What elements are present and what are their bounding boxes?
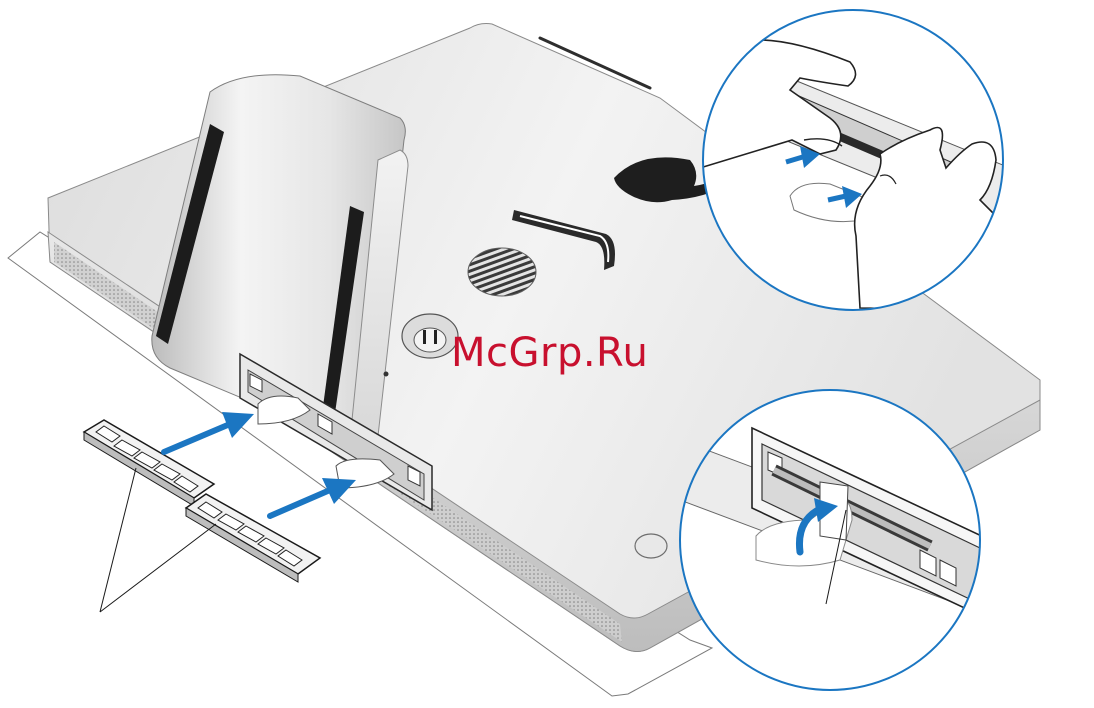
inset-top xyxy=(700,10,1010,310)
insertion-arrow-upper xyxy=(164,412,254,452)
foot-icon xyxy=(635,534,667,558)
memory-module-upper xyxy=(84,420,214,506)
indicator-hole xyxy=(384,372,389,377)
power-port-icon xyxy=(402,314,458,358)
watermark-text: McGrp.Ru xyxy=(451,330,648,376)
speaker-grille-icon xyxy=(468,248,536,296)
memory-module-lower xyxy=(186,494,320,582)
